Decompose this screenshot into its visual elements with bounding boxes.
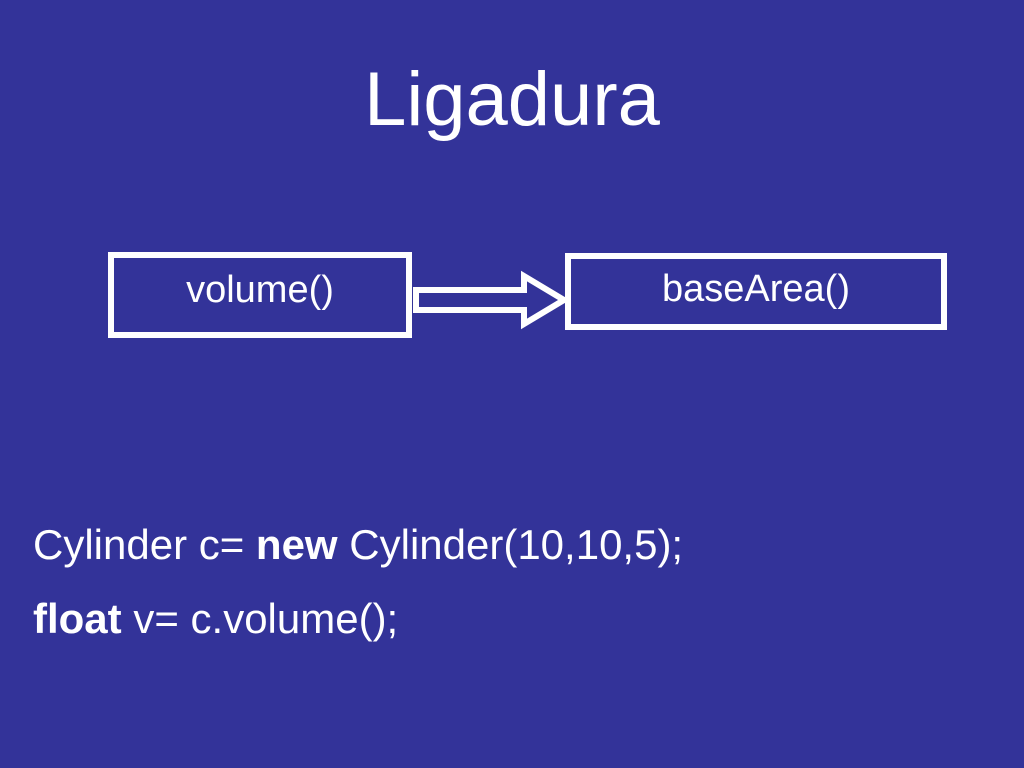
code-text: Cylinder(10,10,5); [337, 521, 684, 568]
volume-method-box: volume() [108, 252, 412, 338]
volume-method-label: volume() [186, 269, 334, 311]
basearea-method-label: baseArea() [662, 267, 850, 310]
call-arrow-icon [413, 270, 570, 330]
code-line-1: Cylinder c= new Cylinder(10,10,5); [33, 520, 683, 570]
slide-title: Ligadura [364, 57, 660, 142]
code-text: Cylinder c= [33, 521, 256, 568]
basearea-method-box: baseArea() [565, 253, 947, 330]
code-keyword-new: new [255, 521, 338, 568]
code-text: v= c.volume(); [121, 595, 399, 642]
code-line-2: float v= c.volume(); [33, 594, 398, 644]
code-keyword-float: float [33, 595, 122, 642]
